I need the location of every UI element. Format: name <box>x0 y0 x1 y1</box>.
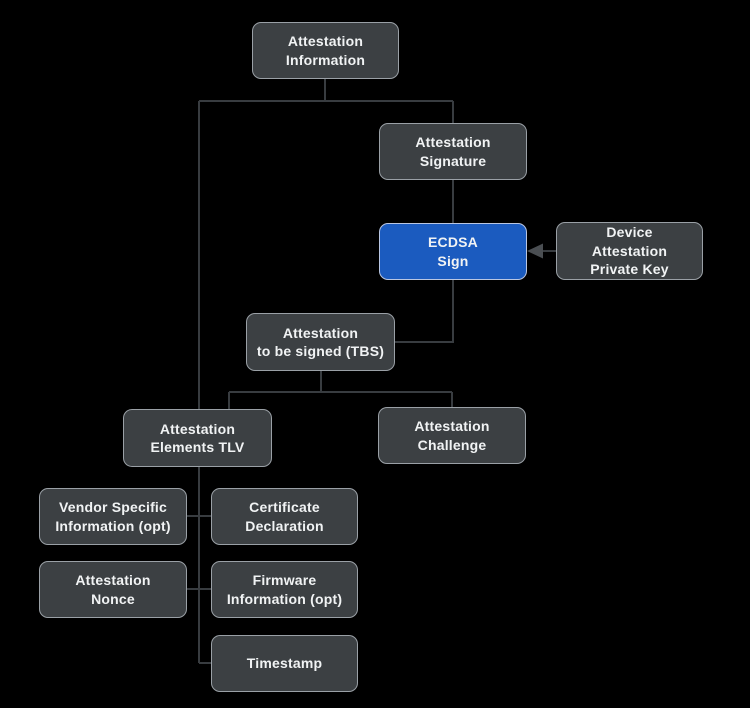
node-timestamp: Timestamp <box>211 635 358 692</box>
node-attestation-nonce: Attestation Nonce <box>39 561 187 618</box>
node-device-attestation-private-key: Device Attestation Private Key <box>556 222 703 280</box>
edge-ecdsa-tbs <box>395 280 454 343</box>
node-certificate-declaration: Certificate Declaration <box>211 488 358 545</box>
arrowhead-icon <box>527 243 543 259</box>
node-attestation-information: Attestation Information <box>252 22 399 79</box>
node-vendor-specific-information: Vendor Specific Information (opt) <box>39 488 187 545</box>
node-attestation-elements-tlv: Attestation Elements TLV <box>123 409 272 467</box>
node-attestation-tbs: Attestation to be signed (TBS) <box>246 313 395 371</box>
node-attestation-challenge: Attestation Challenge <box>378 407 526 464</box>
node-attestation-signature: Attestation Signature <box>379 123 527 180</box>
node-ecdsa-sign: ECDSA Sign <box>379 223 527 280</box>
node-firmware-information: Firmware Information (opt) <box>211 561 358 618</box>
